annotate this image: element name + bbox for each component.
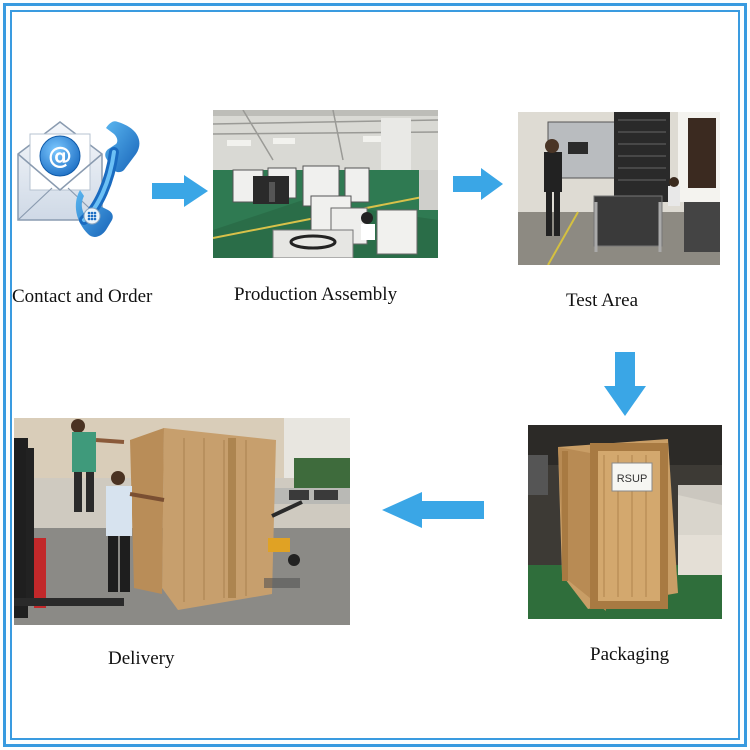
email-envelope-phone-icon: @ xyxy=(14,112,146,240)
step-label-test-area: Test Area xyxy=(566,290,639,311)
crate-label: RSUP xyxy=(617,473,648,485)
arrow-right-icon xyxy=(453,168,503,200)
step-label-production-assembly: Production Assembly xyxy=(234,284,398,305)
step-label-delivery: Delivery xyxy=(108,648,175,669)
arrow-right-icon xyxy=(152,175,208,207)
wooden-crate-photo: RSUP xyxy=(528,425,722,619)
step-label-packaging: Packaging xyxy=(590,644,670,665)
factory-floor-photo xyxy=(213,110,438,258)
arrow-left-icon xyxy=(382,492,484,528)
inner-frame xyxy=(10,10,740,740)
outer-frame xyxy=(3,3,747,747)
step-label-contact-order: Contact and Order xyxy=(12,286,153,307)
chiller-test-photo xyxy=(518,112,720,265)
svg-text:@: @ xyxy=(48,142,72,170)
arrow-down-icon xyxy=(604,352,646,416)
loading-crate-photo xyxy=(14,418,350,625)
